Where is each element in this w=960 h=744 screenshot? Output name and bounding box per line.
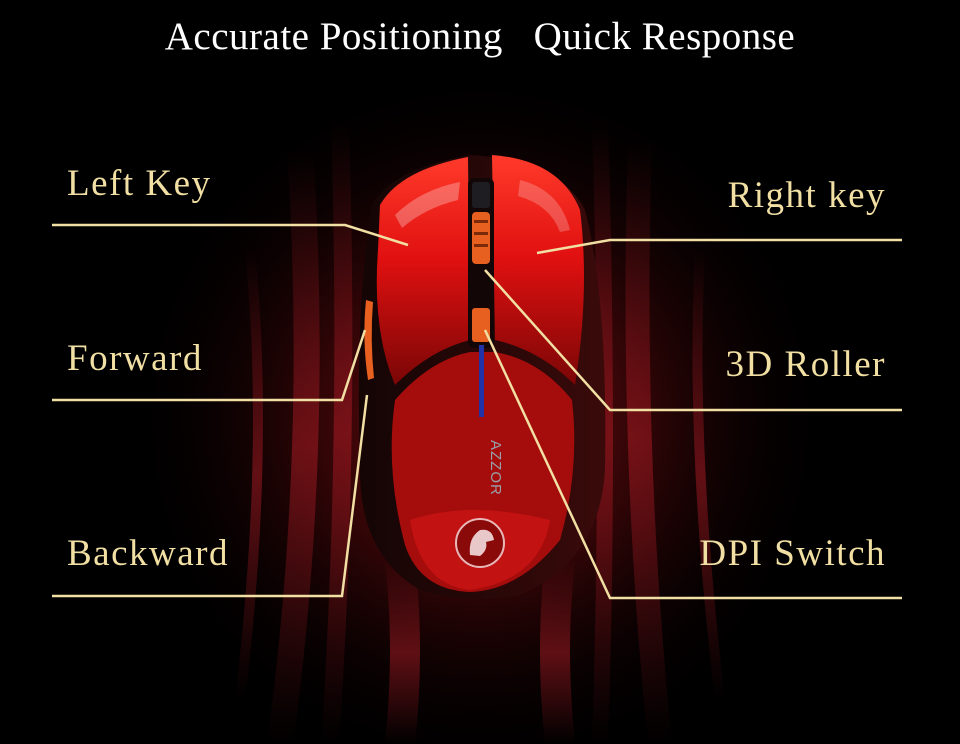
callout-right-key: Right key (727, 175, 886, 216)
leader-line-backward (52, 394, 369, 598)
scroll-wheel (472, 212, 490, 264)
brand-logo-text: AZZOR (487, 440, 504, 496)
callout-3d-roller: 3D Roller (725, 344, 886, 385)
leader-line-roller (484, 269, 902, 412)
leader-line-left-key (52, 223, 409, 247)
callout-forward: Forward (67, 338, 203, 379)
callout-dpi-switch: DPI Switch (699, 533, 886, 574)
top-button (472, 182, 490, 208)
leader-line-forward (52, 329, 367, 402)
leader-lines (52, 223, 902, 600)
leader-line-dpi (483, 329, 902, 600)
callout-backward: Backward (67, 533, 229, 574)
motion-streaks (235, 119, 725, 744)
callout-left-key: Left Key (67, 163, 212, 204)
mouse (358, 155, 606, 599)
right-button (492, 155, 584, 385)
headline: Accurate Positioning Quick Response (164, 15, 796, 58)
side-button-accent (364, 300, 374, 380)
left-button (376, 157, 470, 385)
blue-stripe (479, 345, 484, 417)
leader-line-right-key (536, 238, 902, 255)
